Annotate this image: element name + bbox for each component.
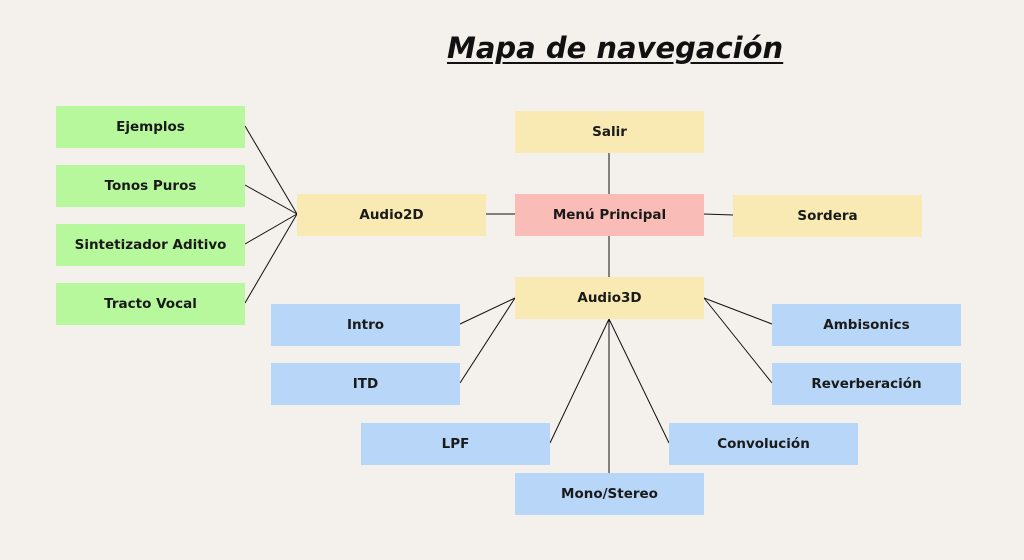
connector-audio2d-tonos	[244, 184, 298, 215]
node-lpf[interactable]: LPF	[361, 423, 550, 465]
node-sordera[interactable]: Sordera	[733, 195, 922, 237]
connector-audio2d-ejemplos	[244, 125, 298, 215]
node-ejemplos[interactable]: Ejemplos	[56, 106, 245, 148]
connector-audio3d-convolucion	[608, 318, 670, 444]
node-salir[interactable]: Salir	[515, 111, 704, 153]
node-tracto-vocal[interactable]: Tracto Vocal	[56, 283, 245, 325]
connector-audio3d-reverberacion	[703, 297, 773, 384]
node-ambisonics[interactable]: Ambisonics	[772, 304, 961, 346]
connector-menu-sordera	[703, 213, 734, 216]
node-intro[interactable]: Intro	[271, 304, 460, 346]
connector-audio3d-ambisonics	[703, 297, 773, 325]
node-audio2d[interactable]: Audio2D	[297, 194, 486, 236]
connector-audio2d-tracto	[244, 213, 298, 304]
node-reverberacion[interactable]: Reverberación	[772, 363, 961, 405]
connector-audio3d-intro	[459, 297, 516, 325]
node-tonos-puros[interactable]: Tonos Puros	[56, 165, 245, 207]
node-mono-stereo[interactable]: Mono/Stereo	[515, 473, 704, 515]
node-sintetizador-aditivo[interactable]: Sintetizador Aditivo	[56, 224, 245, 266]
connector-audio3d-lpf	[549, 318, 610, 444]
node-audio3d[interactable]: Audio3D	[515, 277, 704, 319]
connector-audio3d-itd	[459, 297, 516, 384]
page-title: Mapa de navegación	[447, 31, 784, 65]
connector-audio2d-sintetizador	[244, 213, 298, 245]
node-convolucion[interactable]: Convolución	[669, 423, 858, 465]
node-itd[interactable]: ITD	[271, 363, 460, 405]
node-menu-principal[interactable]: Menú Principal	[515, 194, 704, 236]
